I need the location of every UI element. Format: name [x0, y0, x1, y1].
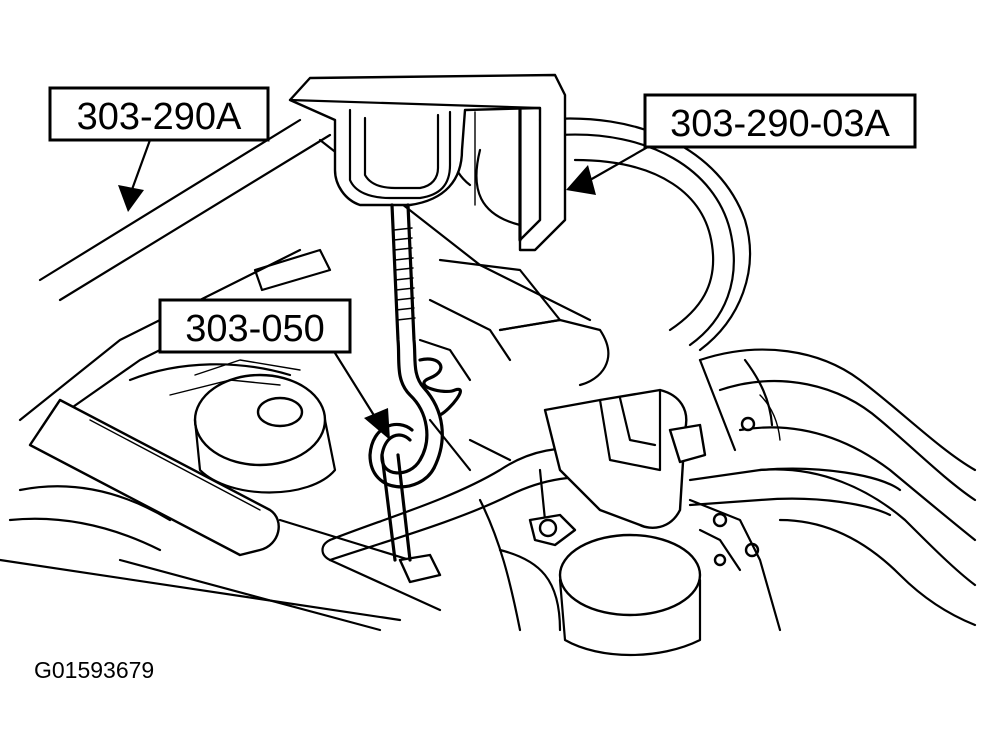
callout-tool-left-text: 303-290A — [77, 96, 242, 138]
figure-reference-id: G01593679 — [34, 657, 154, 683]
engine-background-outline — [0, 117, 977, 657]
callout-tool-center: 303-050 — [158, 298, 352, 354]
callout-tool-right-text: 303-290-03A — [670, 103, 890, 145]
threaded-section — [393, 227, 416, 321]
arrowhead-right — [566, 165, 596, 195]
arrowhead-left — [118, 185, 144, 212]
arrowhead-center — [364, 408, 390, 440]
lifting-bracket-tool — [288, 73, 567, 252]
hook-rod-tool — [368, 203, 444, 562]
callout-tool-center-text: 303-050 — [185, 308, 324, 350]
callout-tool-right: 303-290-03A — [643, 93, 917, 149]
callout-tool-left: 303-290A — [48, 86, 270, 142]
